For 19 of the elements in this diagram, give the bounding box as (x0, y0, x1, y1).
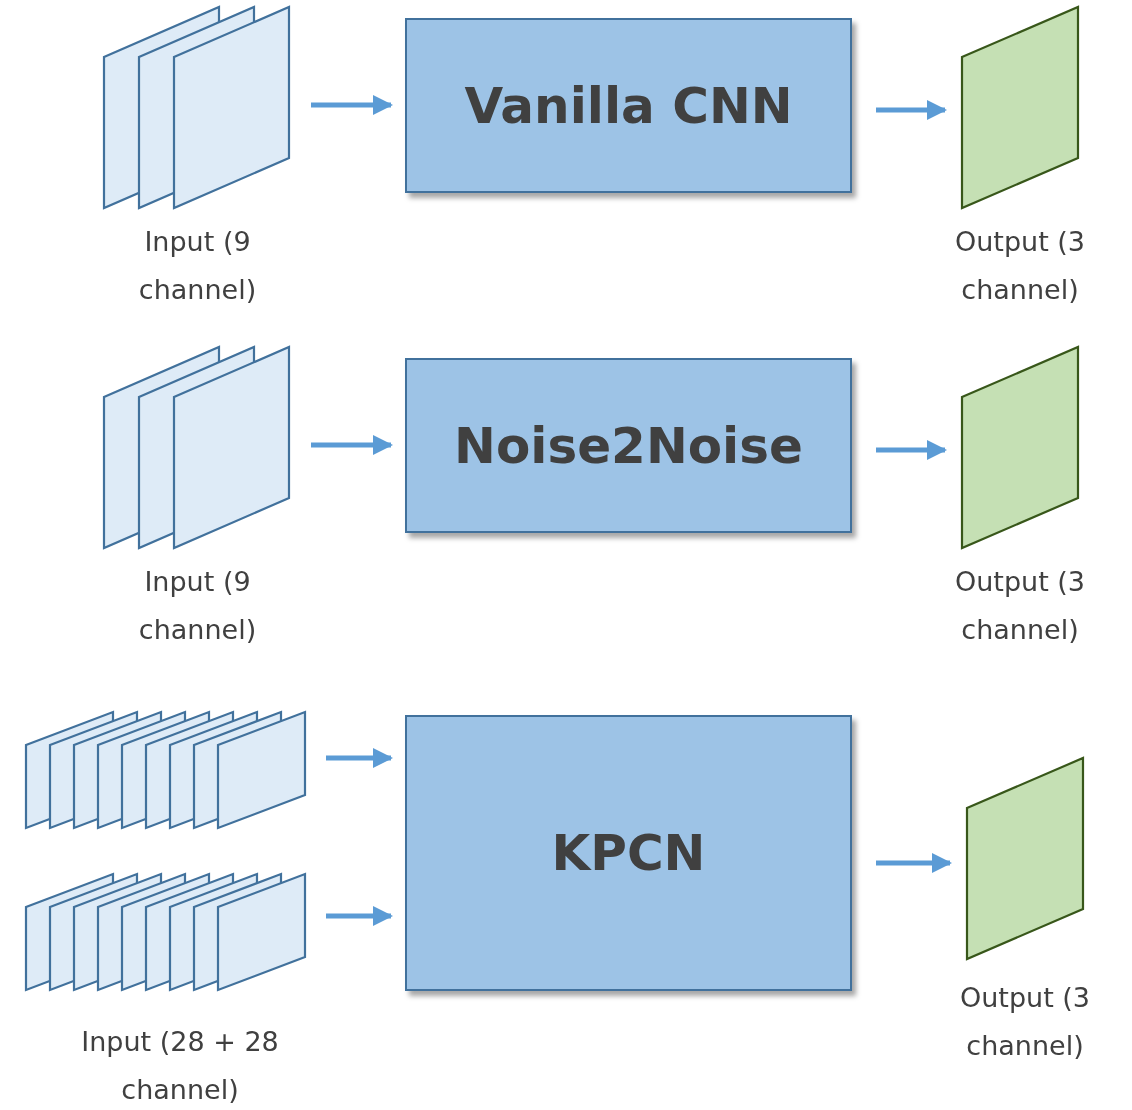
input-label: Input (28 + 28 channel) (80, 1025, 280, 1107)
node-label: Output (3 channel) (958, 981, 1092, 1063)
process-box (405, 358, 852, 533)
node-label: Input (9 channel) (137, 225, 258, 307)
arrow (876, 853, 952, 873)
process-box (405, 715, 852, 991)
arrow (311, 435, 393, 455)
box-title: KPCN (551, 824, 706, 882)
node-label: Output (3 channel) (953, 565, 1087, 647)
box-title: Noise2Noise (454, 416, 803, 475)
arrow (311, 95, 393, 115)
arrow (326, 748, 393, 768)
node-label: Output (3 channel) (953, 225, 1087, 307)
arrow (876, 440, 947, 460)
process-box (405, 18, 852, 193)
arrow (326, 906, 393, 926)
box-title: Vanilla CNN (464, 76, 793, 135)
arrow (876, 100, 947, 120)
node-label: Input (9 channel) (137, 565, 258, 647)
